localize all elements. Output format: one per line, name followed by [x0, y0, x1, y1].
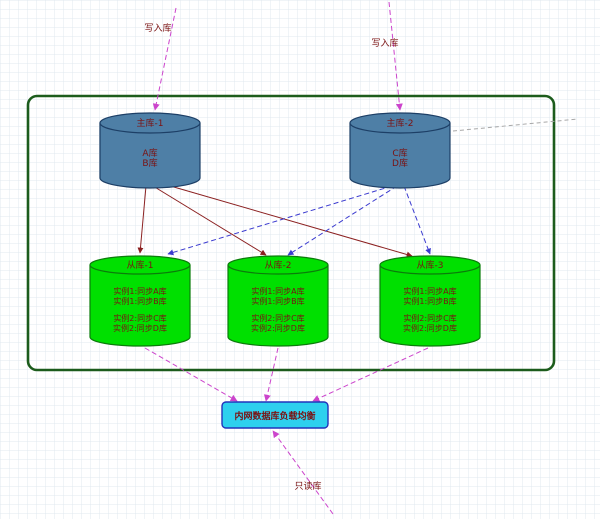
arrow-master2-slave1 — [167, 185, 393, 256]
slave3-line4: 实例2:同步D库 — [403, 323, 457, 333]
master2-db-c: C库 — [392, 147, 407, 159]
master1-cylinder-body — [99, 123, 201, 189]
slave2-cylinder-top — [227, 255, 329, 275]
arrow-master1-slave3 — [159, 182, 413, 258]
arrow-slave2-lb — [263, 347, 279, 402]
master-db-2: 主库-2 C库 D库 — [349, 112, 451, 189]
arrow-master1-slave2 — [152, 185, 267, 256]
replication-boundary-box — [26, 94, 556, 372]
slave2-line3: 实例2:同步C库 — [251, 313, 304, 323]
slave2-line4: 实例2:同步D库 — [251, 323, 305, 333]
slave3-title: 从库-3 — [417, 259, 444, 271]
slave1-title: 从库-1 — [127, 259, 154, 271]
master2-cylinder-body — [349, 123, 451, 189]
slave3-cylinder-body — [379, 265, 481, 347]
master1-title: 主库-1 — [137, 117, 164, 129]
arrow-master2-slave3 — [403, 185, 431, 255]
slave-db-2: 从库-2 实例1:同步A库 实例1:同步B库 实例2:同步C库 实例2:同步D库 — [227, 255, 329, 347]
arrow-readonly-lb — [272, 430, 334, 515]
load-balancer: 内网数据库负载均衡 — [221, 401, 329, 429]
master-db-1: 主库-1 A库 B库 — [99, 112, 201, 189]
arrow-slave3-lb — [312, 347, 429, 402]
load-balancer-box — [221, 401, 329, 429]
arrow-master2-slave2 — [287, 185, 398, 256]
label-write-right: 写入库 — [371, 37, 398, 49]
slave2-title: 从库-2 — [265, 259, 292, 271]
slave2-cylinder-body — [227, 265, 329, 347]
master2-cylinder-top — [349, 112, 451, 134]
slave3-line3: 实例2:同步C库 — [403, 313, 456, 323]
master2-db-d: D库 — [392, 157, 408, 169]
slave1-cylinder-top — [89, 255, 191, 275]
slave1-line2: 实例1:同步B库 — [113, 296, 166, 306]
slave2-line1: 实例1:同步A库 — [251, 286, 304, 296]
master1-db-a: A库 — [142, 147, 157, 159]
slave1-line3: 实例2:同步C库 — [113, 313, 166, 323]
label-read-only: 只读库 — [294, 480, 321, 492]
slave1-line4: 实例2:同步D库 — [113, 323, 167, 333]
slave3-line1: 实例1:同步A库 — [403, 286, 456, 296]
slave-db-3: 从库-3 实例1:同步A库 实例1:同步B库 实例2:同步C库 实例2:同步D库 — [379, 255, 481, 347]
master1-cylinder-top — [99, 112, 201, 134]
slave2-line2: 实例1:同步B库 — [251, 296, 304, 306]
slave3-line2: 实例1:同步B库 — [403, 296, 456, 306]
slave3-cylinder-top — [379, 255, 481, 275]
slave1-cylinder-body — [89, 265, 191, 347]
slave-db-1: 从库-1 实例1:同步A库 实例1:同步B库 实例2:同步C库 实例2:同步D库 — [89, 255, 191, 347]
slave1-line1: 实例1:同步A库 — [113, 286, 166, 296]
arrow-write-master2 — [388, 1, 403, 111]
arrow-master1-slave1 — [137, 185, 147, 254]
arrow-write-master1 — [152, 7, 177, 111]
label-write-left: 写入库 — [144, 22, 171, 34]
master2-title: 主库-2 — [387, 117, 414, 129]
arrow-slave1-lb — [144, 347, 238, 402]
load-balancer-label: 内网数据库负载均衡 — [234, 410, 315, 422]
master1-db-b: B库 — [142, 157, 157, 169]
